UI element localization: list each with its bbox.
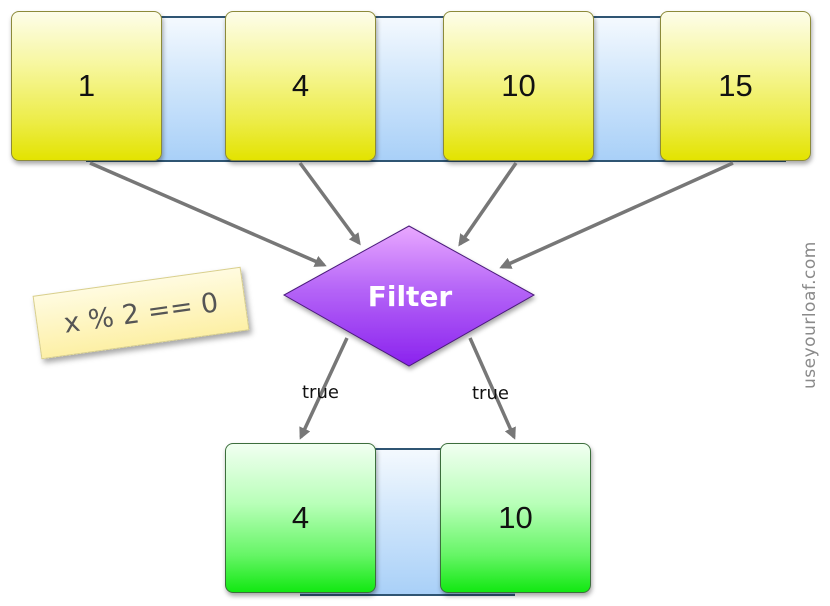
- input-to-filter-arrow: [298, 161, 361, 246]
- edge-label-true: true: [302, 382, 339, 403]
- filter-to-output-arrow: [468, 337, 516, 440]
- filter-diamond: [282, 225, 536, 367]
- watermark-text: useyourloaf.com: [800, 241, 820, 389]
- edge-label-true: true: [472, 383, 509, 404]
- input-item-value: 10: [501, 68, 536, 103]
- output-item-box: 4: [225, 443, 376, 593]
- input-to-filter-arrow: [458, 162, 518, 247]
- input-item-value: 1: [77, 68, 96, 103]
- output-item-value: 10: [498, 500, 533, 535]
- output-item-value: 4: [291, 500, 310, 535]
- input-item-box: 15: [660, 11, 811, 161]
- input-item-value: 15: [718, 68, 753, 103]
- filter-condition-text: x % 2 == 0: [61, 286, 221, 340]
- input-item-value: 4: [291, 68, 310, 103]
- input-item-box: 10: [443, 11, 594, 161]
- output-item-box: 10: [440, 443, 591, 593]
- input-item-box: 1: [11, 11, 162, 161]
- filter-to-output-arrow: [299, 337, 349, 440]
- input-item-box: 4: [225, 11, 376, 161]
- filter-label: Filter: [367, 279, 453, 313]
- input-to-filter-arrow: [499, 161, 734, 269]
- input-to-filter-arrow: [89, 161, 327, 267]
